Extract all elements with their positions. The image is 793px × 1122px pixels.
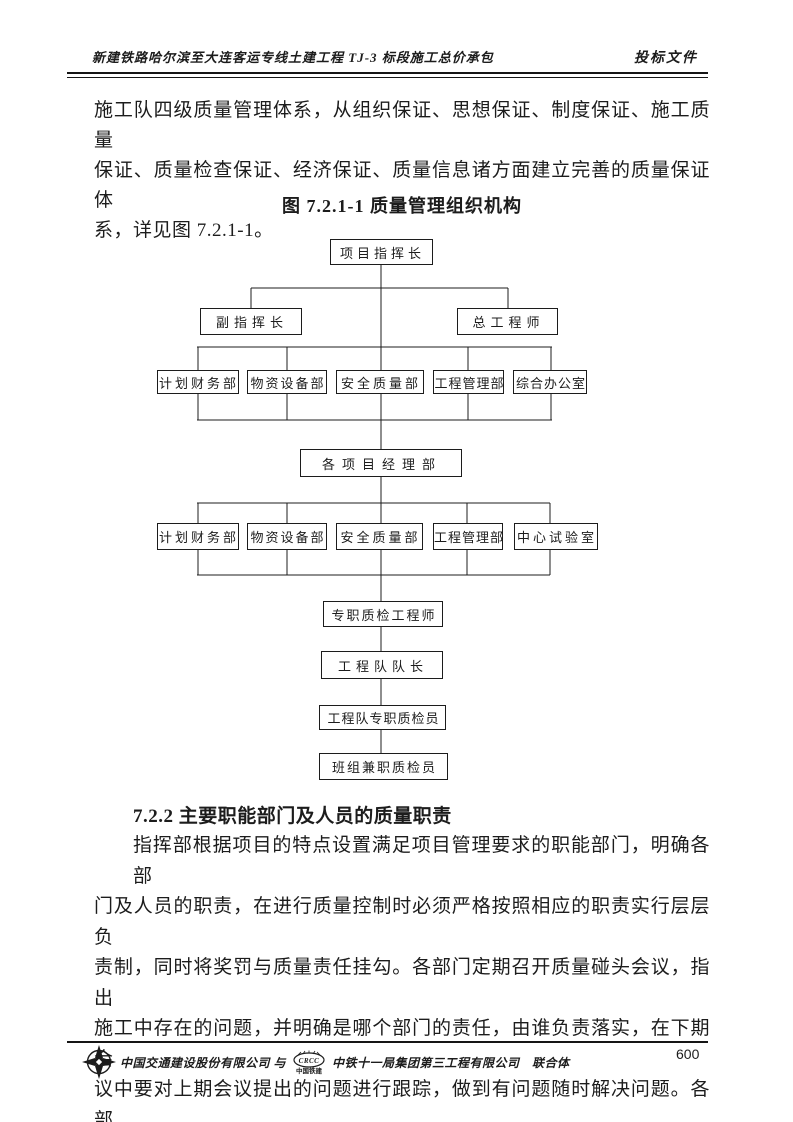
header-project-title: 新建铁路哈尔滨至大连客运专线土建工程 TJ-3 标段施工总价承包 xyxy=(92,50,494,65)
crcc-logo-caption: 中国铁建 xyxy=(296,1067,323,1075)
org-box-hq-dept: 安全质量部 xyxy=(336,370,424,394)
section-heading: 7.2.2 主要职能部门及人员的质量职责 xyxy=(133,806,452,827)
org-box-project-dept: 计划财务部 xyxy=(157,523,239,550)
paragraph-line: 系，详见图 7.2.1-1。 xyxy=(94,220,274,241)
org-box-hq-dept: 计划财务部 xyxy=(157,370,239,394)
paragraph-line: 施工队四级质量管理体系，从组织保证、思想保证、制度保证、施工质量 xyxy=(94,100,710,151)
org-box-hq-dept: 综合办公室 xyxy=(513,370,587,394)
paragraph-line: 指挥部根据项目的特点设置满足项目管理要求的职能部门，明确各部 xyxy=(133,835,710,887)
org-box-team-qc-inspector: 工程队专职质检员 xyxy=(319,705,446,730)
org-box-crew-qc-inspector: 班组兼职质检员 xyxy=(319,753,448,780)
intro-paragraph: 施工队四级质量管理体系，从组织保证、思想保证、制度保证、施工质量 保证、质量检查… xyxy=(94,96,710,246)
paragraph-line: 议中要对上期会议提出的问题进行跟踪，做到有问题随时解决问题。各部 xyxy=(94,1079,710,1122)
section-paragraph: 指挥部根据项目的特点设置满足项目管理要求的职能部门，明确各部 门及人员的职责，在… xyxy=(94,831,710,1122)
org-box-qc-engineer: 专职质检工程师 xyxy=(323,601,443,627)
org-box-project-dept: 工程管理部 xyxy=(433,523,503,550)
org-box-project-commander: 项目指挥长 xyxy=(330,239,433,265)
org-box-project-dept: 物资设备部 xyxy=(247,523,327,550)
paragraph-line: 保证、质量检查保证、经济保证、质量信息诸方面建立完善的质量保证体 xyxy=(94,160,710,211)
footer-joint-venture: 中国交通建设股份有限公司 与 CRCC 中国铁建 中铁十一局集团第三工程有限公司… xyxy=(82,1043,574,1081)
footer-company-right: 中铁十一局集团第三工程有限公司 联合体 xyxy=(332,1055,570,1070)
crcc-logo-block: CRCC 中国铁建 xyxy=(292,1050,326,1075)
header-double-rule xyxy=(67,72,708,78)
cccc-compass-icon xyxy=(82,1045,116,1079)
figure-caption: 图 7.2.1-1 质量管理组织机构 xyxy=(282,196,522,216)
page-number: 600 xyxy=(676,1046,700,1062)
paragraph-line: 门及人员的职责，在进行质量控制时必须严格按照相应的职责实行层层负 xyxy=(94,896,710,948)
org-box-team-leader: 工程队队长 xyxy=(321,651,443,679)
org-box-chief-engineer: 总工程师 xyxy=(457,308,558,335)
org-box-hq-dept: 工程管理部 xyxy=(433,370,504,394)
crcc-oval-icon: CRCC xyxy=(293,1050,325,1068)
org-box-deputy-commander: 副指挥长 xyxy=(200,308,302,335)
header-doc-type: 投标文件 xyxy=(634,51,698,66)
org-box-hq-dept: 物资设备部 xyxy=(247,370,327,394)
org-box-project-dept: 安全质量部 xyxy=(336,523,423,550)
paragraph-line: 责制，同时将奖罚与质量责任挂勾。各部门定期召开质量碰头会议，指出 xyxy=(94,957,710,1009)
org-box-project-dept: 中心试验室 xyxy=(514,523,598,550)
crcc-logo-text: CRCC xyxy=(299,1057,320,1065)
footer-rule xyxy=(67,1041,708,1043)
footer-company-left: 中国交通建设股份有限公司 与 xyxy=(120,1055,287,1070)
org-box-project-manager-dept: 各项目经理部 xyxy=(300,449,462,477)
